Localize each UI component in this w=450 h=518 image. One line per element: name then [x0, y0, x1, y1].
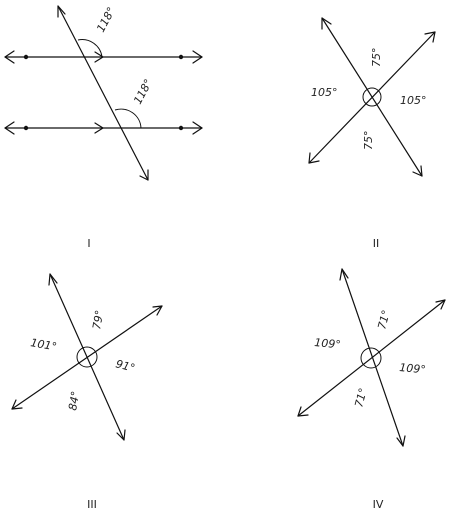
- panel-1-caption: I: [87, 237, 90, 250]
- panel-1-arrowhead: [94, 51, 104, 63]
- panel-2-angle-label-right: 105°: [400, 94, 427, 107]
- panel-1-transversal: [57, 5, 149, 181]
- panel-1-point: [23, 54, 29, 60]
- panel-2: 75° 105° 105° 75° II: [308, 17, 436, 250]
- panel-4-arrowhead: [339, 268, 349, 281]
- panel-1-point: [178, 125, 184, 131]
- panel-1-arrowhead: [139, 169, 149, 181]
- panel-2-vertex-arc: [362, 87, 382, 107]
- panel-3: 79° 101° 91° 84° III: [11, 273, 163, 511]
- panel-2-angle-label-left: 105°: [311, 86, 338, 99]
- panel-2-arrowhead: [308, 152, 320, 164]
- panel-4-arrowhead: [297, 406, 309, 417]
- panel-2-caption: II: [373, 237, 380, 250]
- panel-1-arrowhead: [57, 5, 66, 18]
- panel-3-arrowhead: [152, 305, 163, 316]
- panel-1-arrowhead: [4, 50, 15, 64]
- panel-1-arrowhead: [94, 122, 104, 134]
- panel-4-line-b: [297, 299, 446, 417]
- panel-3-vertex-arc: [76, 346, 98, 368]
- panel-4-angle-label-right: 109°: [399, 361, 427, 376]
- panel-4-arrowhead: [396, 435, 406, 447]
- panel-3-angle-label-left: 101°: [29, 336, 57, 353]
- panel-4-angle-label-bottom: 71°: [352, 387, 370, 409]
- panel-1-angle-label-upper: 118°: [94, 5, 118, 35]
- panel-1-arrowhead: [4, 121, 15, 135]
- panel-4-angle-label-top: 71°: [375, 309, 393, 331]
- panel-1-arrowhead: [192, 121, 203, 135]
- panel-4: 71° 109° 109° 71° IV: [297, 268, 446, 511]
- panel-2-angle-label-bottom: 75°: [362, 131, 375, 151]
- panel-4-arrowhead: [435, 299, 446, 310]
- panel-2-arrowhead: [321, 17, 332, 30]
- panel-3-angle-label-bottom: 84°: [66, 390, 82, 411]
- panel-1-arrowhead: [192, 50, 203, 64]
- panel-1-point: [178, 54, 184, 60]
- panel-2-arrowhead: [412, 165, 423, 177]
- panel-2-arrowhead: [424, 31, 436, 43]
- panel-1-angle-label-lower: 118°: [131, 77, 155, 107]
- panel-1-angle-arc: [77, 39, 103, 58]
- panel-3-caption: III: [87, 498, 97, 511]
- panel-1-angle-arc: [114, 108, 142, 129]
- panel-3-arrowhead: [48, 273, 58, 286]
- panel-4-caption: IV: [373, 498, 384, 511]
- panel-2-line-b: [308, 31, 436, 164]
- panel-1-point: [23, 125, 29, 131]
- panel-2-angle-label-top: 75°: [370, 48, 383, 68]
- panel-4-vertex-arc: [360, 347, 382, 369]
- panel-4-angle-label-left: 109°: [314, 336, 342, 351]
- panel-3-angle-label-top: 79°: [90, 309, 106, 330]
- panel-3-angle-label-right: 91°: [114, 357, 136, 375]
- panel-3-arrowhead: [116, 429, 126, 441]
- panel-3-line-b: [11, 305, 163, 410]
- panel-1: 118° 118° I: [4, 5, 203, 250]
- panel-3-arrowhead: [11, 399, 23, 410]
